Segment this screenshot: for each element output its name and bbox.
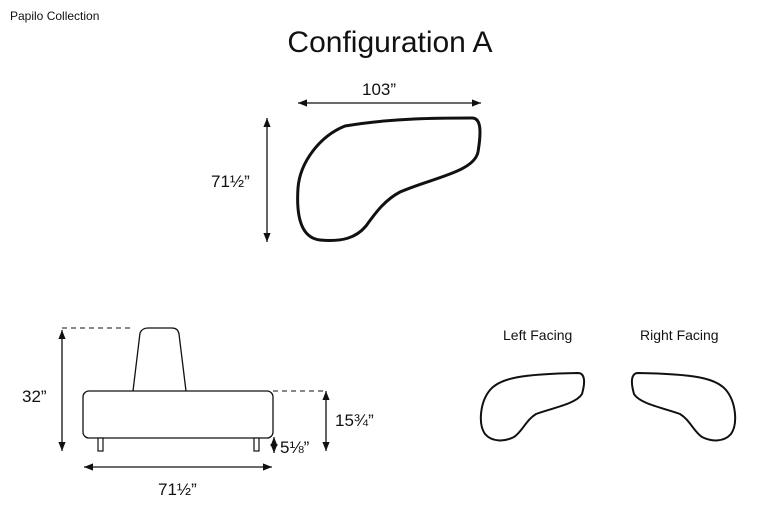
sofa-top-outline (296, 116, 482, 242)
left-facing-outline (479, 372, 586, 442)
left-facing-view (479, 372, 586, 442)
side-width-label: 71½” (158, 480, 197, 499)
side-view (58, 327, 330, 471)
top-width-label: 103” (362, 80, 397, 99)
sofa-leg-left (97, 437, 104, 452)
right-facing-outline (630, 372, 737, 442)
right-facing-view (630, 372, 737, 442)
sofa-back-cushion (132, 327, 187, 392)
collection-name: Papilo Collection (10, 9, 100, 23)
overall-height-label: 32” (22, 387, 47, 406)
seat-height-label: 15¾” (335, 411, 374, 430)
page-title: Configuration A (287, 26, 493, 59)
left-facing-label: Left Facing (503, 327, 573, 343)
sofa-seat (82, 390, 274, 439)
leg-height-label: 5⅛” (280, 438, 310, 457)
sofa-leg-right (253, 437, 260, 452)
right-facing-label: Right Facing (640, 327, 719, 343)
top-view (263, 99, 482, 242)
top-depth-label: 71½” (211, 172, 250, 191)
